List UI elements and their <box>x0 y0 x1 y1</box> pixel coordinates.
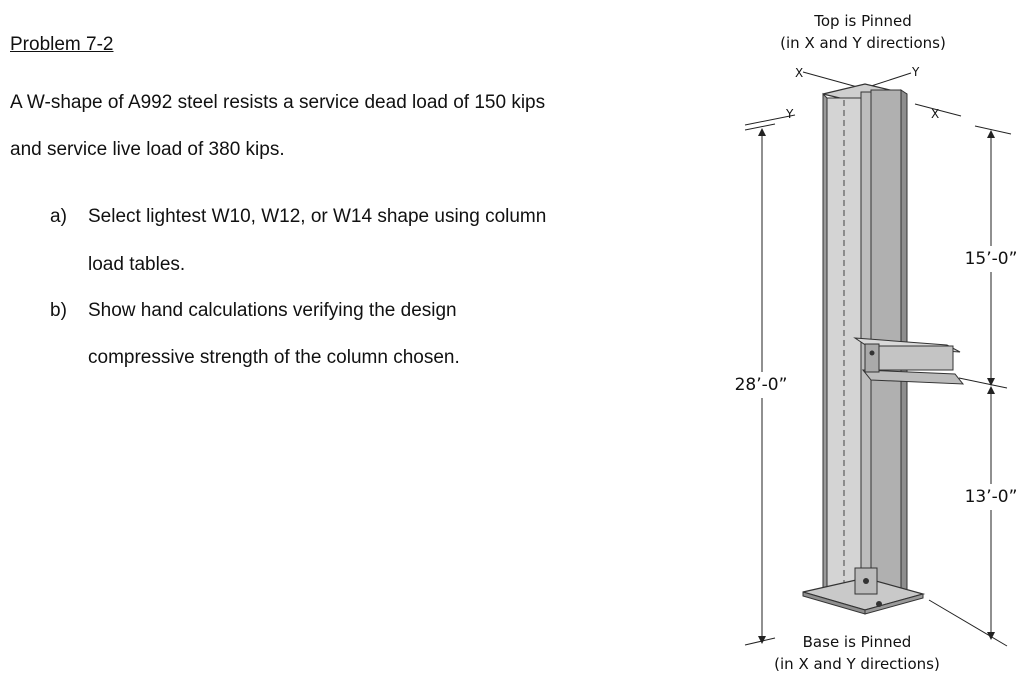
item-b-text-line-1: Show hand calculations verifying the des… <box>88 300 457 321</box>
dimension-total-bg <box>727 372 797 398</box>
beam-web <box>866 345 954 371</box>
dimension-upper-label: 15’-0” <box>965 249 1018 269</box>
item-a-marker: a) <box>50 206 67 227</box>
beam-bottom-flange <box>861 369 965 385</box>
x-axis-top <box>802 71 862 89</box>
column-diagram: Top is Pinned (in X and Y directions) X … <box>727 12 1023 673</box>
base-label-line-1: Base is Pinned <box>803 633 912 651</box>
y-axis-label-left: Y <box>785 107 794 121</box>
y-axis-label-top: Y <box>911 65 920 79</box>
item-b-text-line-2: compressive strength of the column chose… <box>88 347 460 368</box>
dimension-lower-label: 13’-0” <box>965 487 1018 507</box>
beam-connection-plate <box>864 343 880 373</box>
top-label-line-2: (in X and Y directions) <box>780 34 946 52</box>
problem-title: Problem 7-2 <box>10 34 114 55</box>
column-left-flange <box>822 92 828 600</box>
item-b-marker: b) <box>50 300 67 321</box>
x-axis-label-top: X <box>795 66 803 80</box>
top-label-line-1: Top is Pinned <box>813 12 911 30</box>
problem-statement-line-1: A W-shape of A992 steel resists a servic… <box>10 92 546 113</box>
y-axis-left <box>744 114 796 126</box>
base-bolt-icon <box>863 578 869 584</box>
x-axis-label-right: X <box>931 107 939 121</box>
dimension-tick-bottom-right <box>928 599 1008 647</box>
anchor-bolt-icon <box>876 601 882 607</box>
item-a-text-line-2: load tables. <box>88 254 186 275</box>
dimension-total-label: 28’-0” <box>735 375 788 395</box>
item-a-text-line-1: Select lightest W10, W12, or W14 shape u… <box>88 206 547 227</box>
dimension-lower-bg <box>959 484 1023 510</box>
base-label-line-2: (in X and Y directions) <box>774 655 940 673</box>
dimension-upper-bg <box>959 246 1023 272</box>
dimension-tick-top-right <box>974 125 1012 135</box>
dimension-tick-bottom-left <box>744 637 776 646</box>
dimension-tick-mid-right <box>958 377 1008 389</box>
base-plate-edge-right <box>864 593 924 615</box>
problem-statement-line-2: and service live load of 380 kips. <box>10 139 285 160</box>
bolt-icon <box>869 350 875 356</box>
dimension-tick-top-left <box>744 123 776 131</box>
x-axis-right <box>914 103 962 117</box>
column-figure: Top is Pinned (in X and Y directions) X … <box>715 0 1024 682</box>
